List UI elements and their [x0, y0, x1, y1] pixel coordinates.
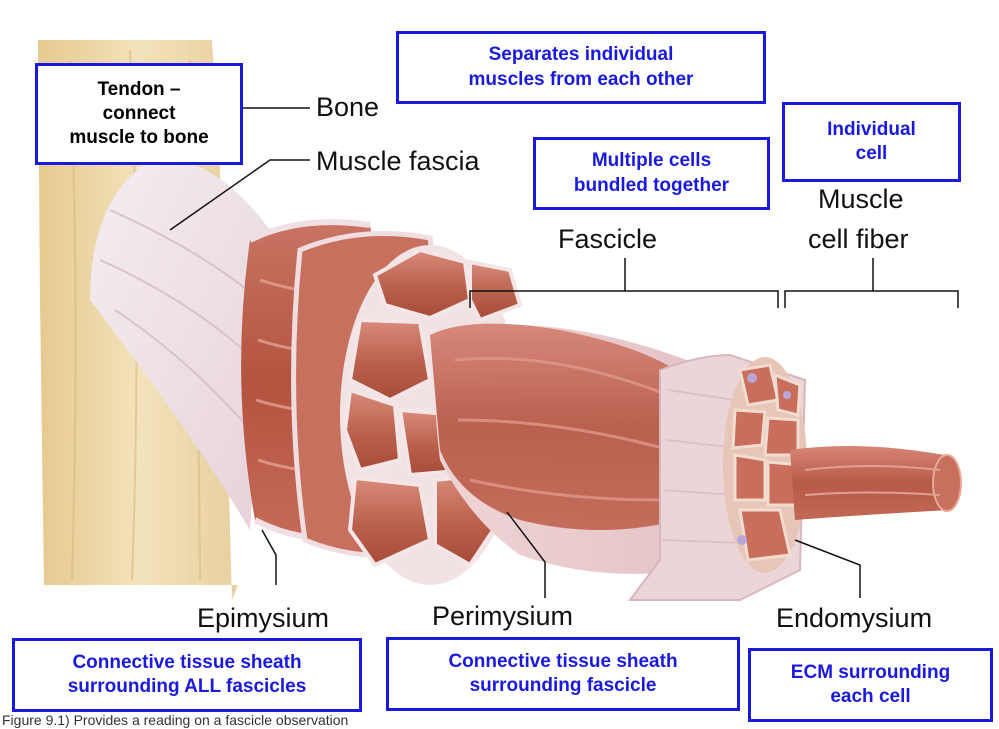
tendon-annotation-line: muscle to bone	[69, 127, 209, 149]
fascia-annotation-line: muscles from each other	[468, 68, 694, 90]
endomysium-annotation-line: ECM surrounding	[790, 661, 951, 683]
tendon-shape	[90, 158, 270, 530]
fascicle-bracket	[469, 290, 779, 308]
fiber-annotation-line: Individual	[827, 118, 916, 140]
fascicle-annotation-line: bundled together	[573, 174, 730, 196]
endomysium-label: Endomysium	[776, 603, 933, 633]
fiber-annotation-box: Individual cell	[782, 102, 961, 182]
muscle-cell-fiber-label-line2: cell fiber	[808, 224, 909, 254]
epimysium-annotation-line: Connective tissue sheath	[72, 651, 302, 673]
fascia-annotation-box: Separates individual muscles from each o…	[396, 31, 766, 104]
fascicle-annotation-box: Multiple cells bundled together	[533, 137, 770, 210]
bone-label: Bone	[316, 92, 380, 122]
epimysium-annotation-box: Connective tissue sheath surrounding ALL…	[12, 638, 362, 712]
perimysium-annotation-line: Connective tissue sheath	[448, 650, 678, 672]
tendon-annotation-line: connect	[102, 102, 176, 124]
fiber-cross-section	[723, 357, 807, 573]
fiber-annotation-line: cell	[855, 143, 888, 164]
perimysium-leader	[506, 511, 546, 598]
figure-caption: Figure 9.1) Provides a reading on a fasc…	[2, 712, 349, 728]
tendon-annotation-line: Tendon –	[97, 78, 181, 100]
fascia-annotation-line: Separates individual	[488, 44, 674, 66]
perimysium-label: Perimysium	[432, 601, 574, 631]
fiber-bracket	[784, 290, 959, 308]
muscle-fiber	[790, 446, 950, 520]
muscle-cell-fiber-label-line1: Muscle	[818, 184, 904, 214]
fascia-leader	[169, 159, 310, 231]
endomysium-leader	[794, 539, 861, 598]
epimysium-label: Epimysium	[197, 603, 330, 633]
epimysium-leader	[261, 529, 277, 585]
tendon-annotation-box: Tendon – connect muscle to bone	[35, 63, 243, 165]
perimysium-annotation-line: surrounding fascicle	[469, 675, 657, 696]
perimysium-annotation-box: Connective tissue sheath surrounding fas…	[386, 637, 740, 711]
fascicle-label: Fascicle	[558, 224, 658, 254]
fascicle-annotation-line: Multiple cells	[591, 150, 712, 172]
endomysium-annotation-box: ECM surrounding each cell	[748, 648, 993, 722]
endomysium-annotation-line: each cell	[830, 686, 911, 707]
epimysium-annotation-line: surrounding ALL fascicles	[67, 676, 307, 697]
muscle-fascia-label: Muscle fascia	[316, 146, 480, 176]
